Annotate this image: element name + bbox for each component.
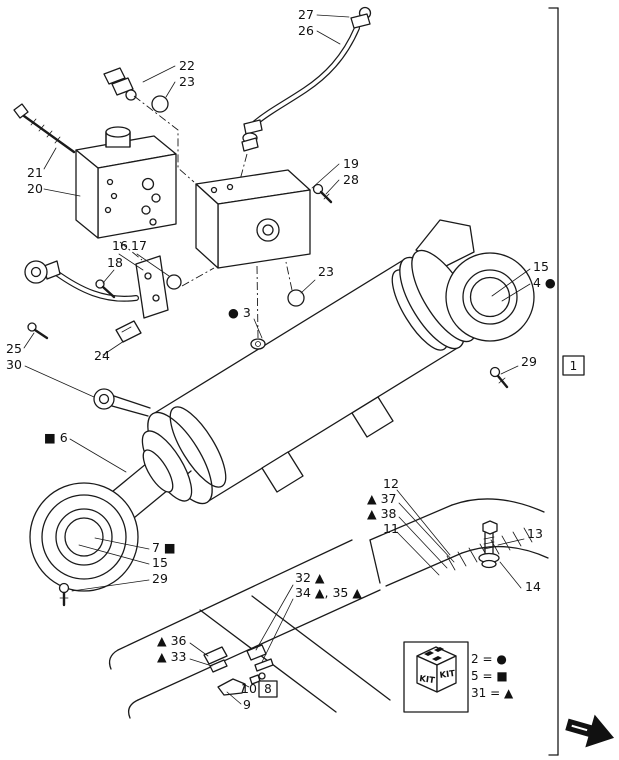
callout-21[interactable]: 21	[27, 165, 43, 180]
callout-34-35[interactable]: 34 ▲, 35 ▲	[295, 585, 362, 600]
bolt-28	[312, 183, 333, 204]
clevis-foot	[261, 451, 304, 493]
callout-15a[interactable]: 15	[533, 259, 549, 274]
callout-38[interactable]: ▲ 38	[367, 506, 397, 521]
callout-16[interactable]: 16	[112, 238, 128, 253]
kit-face-label: KIT	[419, 674, 436, 686]
kit-legend: KIT KIT 2 = ● 5 = ■ 31 = ▲	[403, 641, 514, 713]
callout-19[interactable]: 19	[343, 156, 359, 171]
page-forward-icon[interactable]	[562, 708, 618, 754]
kit-legend-square: 5 = ■	[471, 669, 508, 683]
callout-12[interactable]: 12	[383, 476, 399, 491]
callout-25[interactable]: 25	[6, 341, 22, 356]
callout-30[interactable]: 30	[6, 357, 22, 372]
hydraulic-cylinder	[29, 219, 535, 607]
callout-28[interactable]: 28	[343, 172, 359, 187]
detail-ref-label: 8	[264, 682, 272, 696]
callout-14[interactable]: 14	[525, 579, 541, 594]
solenoid	[105, 126, 131, 148]
sheet-ref-box[interactable]	[562, 355, 585, 376]
callout-33[interactable]: ▲ 33	[157, 649, 187, 664]
callout-10[interactable]: 10	[241, 681, 257, 696]
mount-boss-detail	[369, 498, 549, 587]
manifold-block	[195, 169, 333, 269]
sheet-ref-label: 1	[570, 359, 578, 373]
callout-11[interactable]: 11	[383, 521, 399, 536]
bolt-18	[95, 279, 116, 299]
clevis-foot	[351, 396, 394, 438]
bolt-25	[27, 322, 49, 340]
valve-ports	[104, 177, 161, 226]
bolt-21	[13, 103, 76, 154]
hose-upper	[241, 6, 372, 152]
callout-23b[interactable]: 23	[318, 264, 334, 279]
o-ring	[151, 95, 169, 113]
clamp-24	[115, 320, 142, 343]
ring-bracket	[93, 388, 151, 417]
callout-6[interactable]: ■ 6	[44, 430, 68, 445]
fitting-22	[103, 67, 169, 113]
callout-29b[interactable]: 29	[152, 571, 168, 586]
callout-24[interactable]: 24	[94, 348, 110, 363]
callout-3[interactable]: ● 3	[228, 305, 251, 320]
kit-legend-circle: 2 = ●	[471, 652, 507, 666]
center-lines	[119, 95, 293, 339]
callout-13[interactable]: 13	[527, 526, 543, 541]
callout-15b[interactable]: 15	[152, 555, 168, 570]
callout-22[interactable]: 22	[179, 58, 195, 73]
callout-17[interactable]: 17	[131, 238, 147, 253]
callout-18[interactable]: 18	[107, 255, 123, 270]
o-ring-17	[166, 274, 182, 290]
callout-labels: 27 26 22 23 21 20 19 28 16 17 18 23 15 4…	[6, 7, 556, 712]
flange-16	[135, 255, 169, 319]
callout-37[interactable]: ▲ 37	[367, 491, 397, 506]
callout-9[interactable]: 9	[243, 697, 251, 712]
callout-32[interactable]: 32 ▲	[295, 570, 325, 585]
kit-face-label: KIT	[439, 669, 456, 681]
callout-7[interactable]: 7 ■	[152, 540, 176, 555]
kit-cube-icon	[416, 646, 457, 693]
port-boss	[250, 338, 266, 350]
leader-lines	[23, 14, 531, 705]
rod-end-eye	[29, 482, 139, 592]
banjo-eye	[24, 260, 48, 284]
o-ring	[287, 289, 305, 307]
callout-27[interactable]: 27	[298, 7, 314, 22]
callout-23a[interactable]: 23	[179, 74, 195, 89]
hose-left-assembly	[24, 255, 182, 343]
grease-fitting-lower	[58, 582, 70, 607]
grease-fitting-upper	[489, 366, 509, 389]
detail-ref-box[interactable]: 8	[258, 680, 278, 698]
callout-26[interactable]: 26	[298, 23, 314, 38]
sheet-ref-bracket: 1	[548, 7, 585, 756]
stud-and-washer	[478, 520, 500, 569]
callout-29a[interactable]: 29	[521, 354, 537, 369]
callout-4[interactable]: 4 ●	[533, 275, 556, 290]
valve-block	[75, 126, 177, 239]
callout-20[interactable]: 20	[27, 181, 43, 196]
kit-legend-triangle: 31 = ▲	[471, 686, 514, 700]
callout-36[interactable]: ▲ 36	[157, 633, 187, 648]
cap-end-eye	[445, 252, 535, 342]
